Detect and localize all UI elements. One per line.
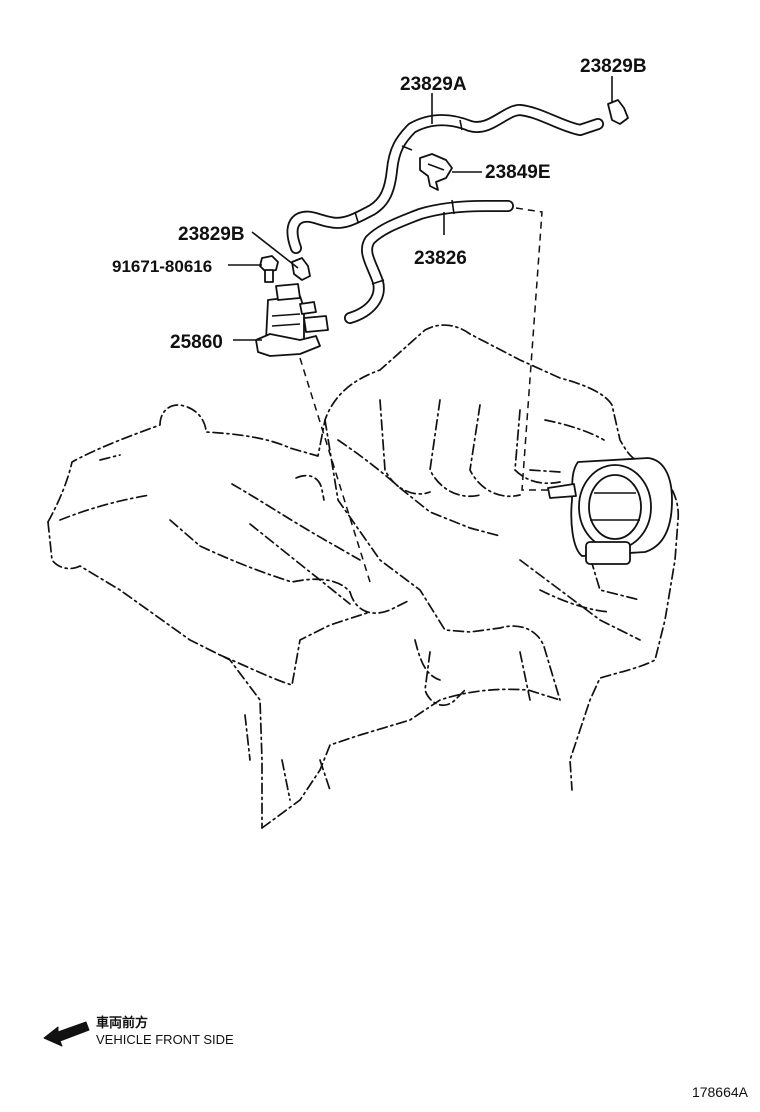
vsv-25860 [255, 283, 329, 357]
throttle-body [547, 457, 673, 565]
hose-23826 [344, 199, 514, 324]
bolt-91671-80616 [259, 255, 279, 283]
hose-23829a [286, 104, 604, 254]
label-25860: 25860 [170, 332, 223, 353]
clip-23829b-upper [607, 99, 629, 125]
part-labels: 23829A 23829B 23849E 23829B 91671-80616 … [112, 56, 647, 353]
label-23829a: 23829A [400, 74, 467, 95]
direction-note-english: VEHICLE FRONT SIDE [96, 1032, 234, 1047]
engine-outline [47, 324, 680, 829]
label-23829b-upper: 23829B [580, 56, 647, 77]
label-91671-80616: 91671-80616 [112, 257, 212, 276]
label-23826: 23826 [414, 248, 467, 269]
direction-note-japanese: 車両前方 [96, 1015, 149, 1030]
clip-23829b-lower [291, 257, 311, 281]
label-23849e: 23849E [485, 162, 551, 183]
connection-dashes [299, 207, 550, 583]
figure-id: 178664A [691, 1084, 748, 1100]
clip-23849e [419, 153, 453, 191]
front-direction-arrow-icon [43, 1021, 90, 1047]
label-23829b-lower: 23829B [178, 224, 245, 245]
leader-lines [228, 76, 613, 341]
